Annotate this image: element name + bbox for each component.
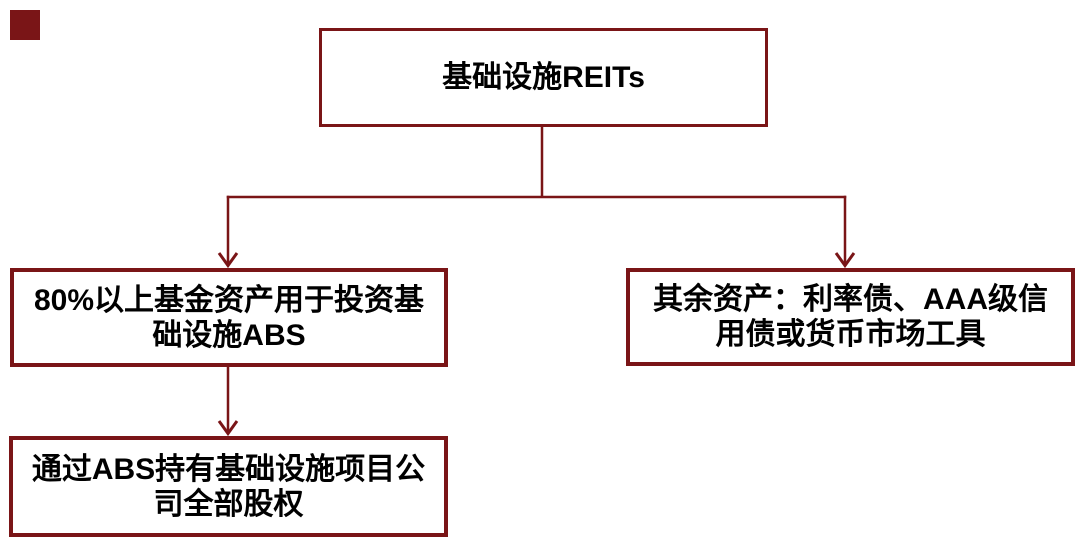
node-abs-allocation-label: 80%以上基金资产用于投资基 础设施ABS	[33, 283, 425, 352]
arrowhead-abs-icon	[217, 252, 239, 269]
node-other-assets-label: 其余资产：利率债、AAA级信 用债或货币市场工具	[653, 283, 1048, 351]
node-equity-holding: 通过ABS持有基础设施项目公 司全部股权	[9, 436, 448, 537]
corner-marker-icon	[10, 10, 40, 40]
arrowhead-equity-icon	[217, 420, 239, 437]
node-root: 基础设施REITs	[319, 28, 768, 127]
node-abs-allocation: 80%以上基金资产用于投资基 础设施ABS	[10, 268, 448, 367]
node-root-label: 基础设施REITs	[442, 61, 645, 94]
node-equity-holding-label: 通过ABS持有基础设施项目公 司全部股权	[31, 452, 426, 521]
node-other-assets: 其余资产：利率债、AAA级信 用债或货币市场工具	[626, 268, 1075, 366]
arrowhead-other-icon	[834, 252, 856, 269]
